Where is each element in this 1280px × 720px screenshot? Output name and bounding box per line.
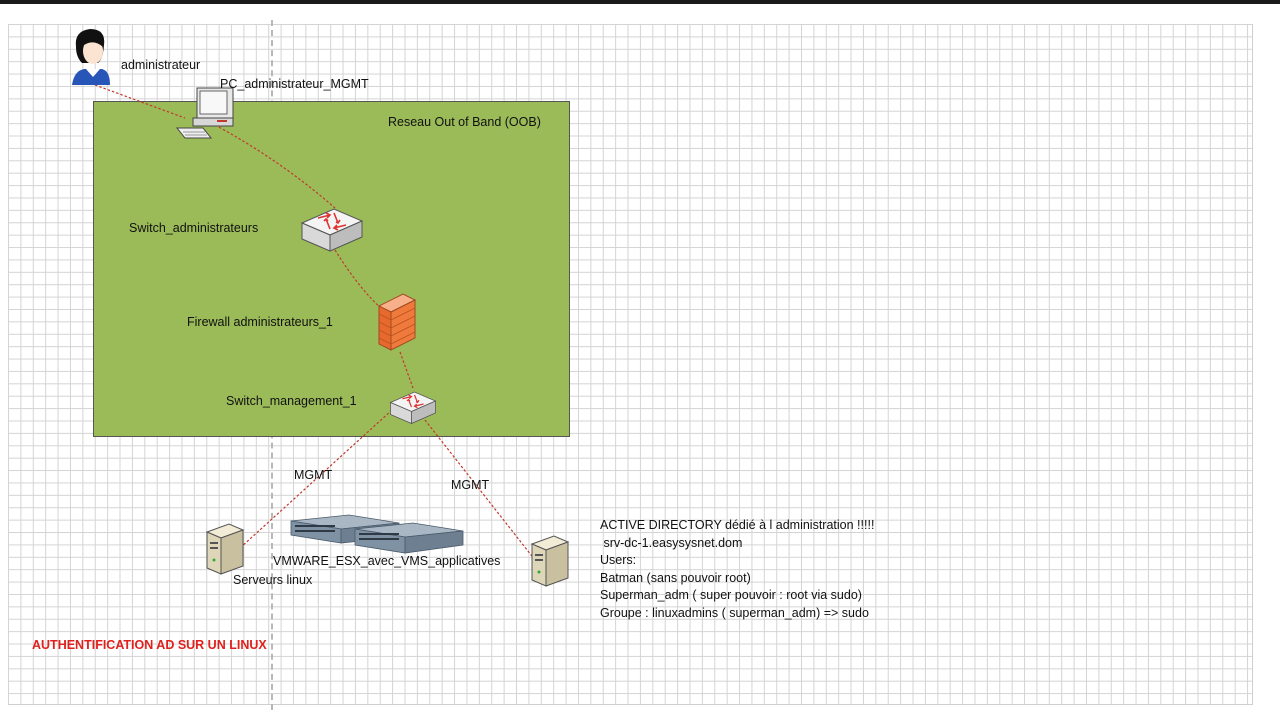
ad-note-line: Superman_adm ( super pouvoir : root via … xyxy=(600,588,862,602)
linux-servers-label: Serveurs linux xyxy=(233,573,313,587)
ad-note-line: srv-dc-1.easysysnet.dom xyxy=(600,535,743,550)
oob-zone-label: Reseau Out of Band (OOB) xyxy=(388,115,541,129)
ad-note-line: Groupe : linuxadmins ( superman_adm) => … xyxy=(600,605,869,620)
link-firewall-switch-mgmt xyxy=(399,351,414,389)
link-pc-switch-admin xyxy=(214,124,336,209)
ad-note: ACTIVE DIRECTORY dédié à l administratio… xyxy=(600,517,874,622)
window-top-border xyxy=(0,0,1280,4)
link-user-pc xyxy=(94,84,186,119)
link-label-mgmt: MGMT xyxy=(294,468,333,482)
server-icon[interactable] xyxy=(528,534,572,588)
link-label-mgmt: MGMT xyxy=(451,478,490,492)
switch-mgmt-label: Switch_management_1 xyxy=(226,394,357,408)
pc-label: PC_administrateur_MGMT xyxy=(220,77,369,91)
ad-note-line: Users: xyxy=(600,553,637,567)
switch-admin-label: Switch_administrateurs xyxy=(129,221,259,235)
user-label: administrateur xyxy=(121,58,201,72)
switch-icon[interactable] xyxy=(300,205,364,253)
person-icon[interactable] xyxy=(70,25,112,85)
firewall-label: Firewall administrateurs_1 xyxy=(187,315,333,329)
rack-server-icon[interactable] xyxy=(289,513,465,557)
ad-note-line: Batman (sans pouvoir root) xyxy=(600,570,751,585)
oob-network-zone[interactable] xyxy=(93,101,570,437)
ad-note-line: ACTIVE DIRECTORY dédié à l administratio… xyxy=(600,518,875,532)
link-switch-mgmt-linux xyxy=(239,409,393,549)
diagram-title: AUTHENTIFICATION AD SUR UN LINUX xyxy=(32,638,267,652)
firewall-icon[interactable] xyxy=(375,290,419,354)
server-icon[interactable] xyxy=(203,522,247,576)
switch-icon[interactable] xyxy=(389,388,437,426)
computer-icon[interactable] xyxy=(175,84,237,146)
esx-label: VMWARE_ESX_avec_VMS_applicatives xyxy=(273,554,501,568)
